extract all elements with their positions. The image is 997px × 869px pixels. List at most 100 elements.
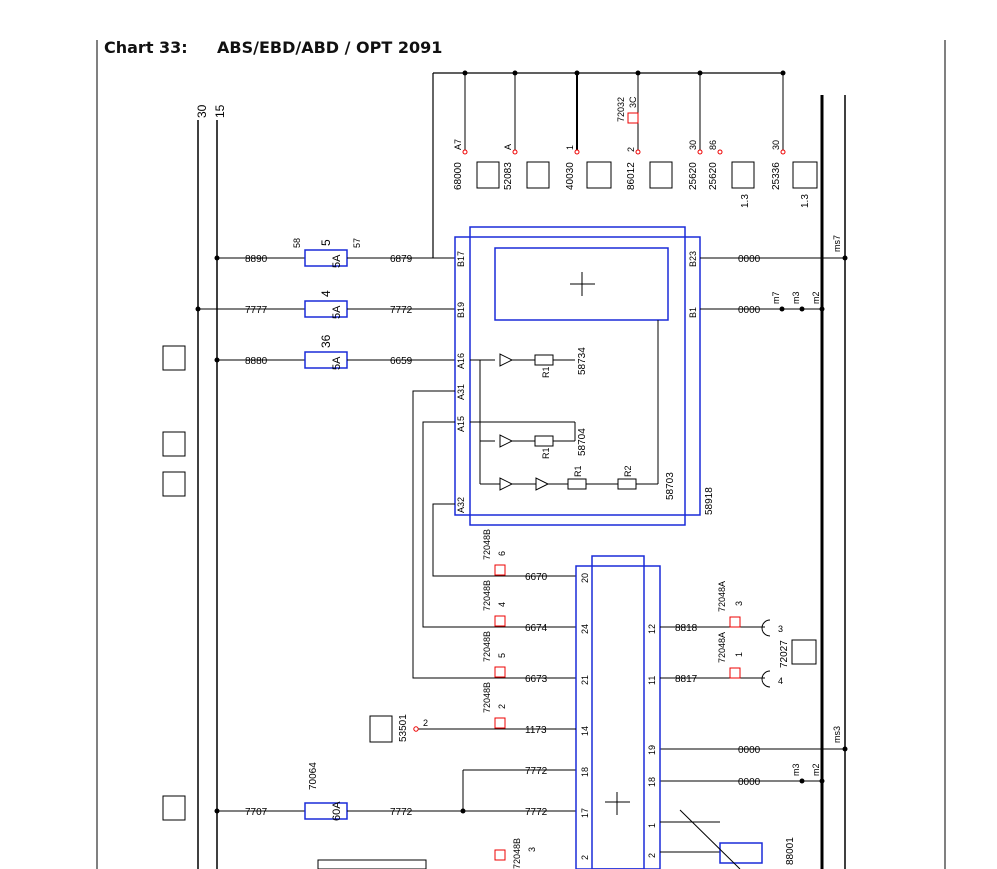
svg-text:5: 5 — [497, 653, 507, 658]
thermometer-icon — [476, 161, 500, 189]
svg-text:A32: A32 — [456, 497, 466, 513]
svg-text:5A: 5A — [331, 254, 343, 268]
top-component-25336: 25336 30 1.3 — [771, 70, 818, 208]
svg-text:5A: 5A — [331, 356, 343, 370]
ground-wire-b23: 0000 ms7 — [700, 235, 848, 265]
svg-text:A15: A15 — [456, 416, 466, 432]
svg-text:24: 24 — [580, 624, 590, 634]
svg-text:0000: 0000 — [738, 777, 761, 788]
svg-text:6: 6 — [497, 551, 507, 556]
svg-text:ms7: ms7 — [832, 235, 842, 252]
fuse-36: 5A 36 8880 6659 — [214, 334, 455, 370]
svg-text:72048B: 72048B — [482, 580, 492, 611]
svg-text:86012: 86012 — [626, 162, 637, 190]
svg-text:72048B: 72048B — [512, 838, 522, 869]
brake-fluid-icon — [162, 471, 186, 497]
svg-text:A31: A31 — [456, 384, 466, 400]
svg-text:R1: R1 — [541, 447, 551, 459]
svg-text:3: 3 — [778, 624, 783, 634]
svg-text:1: 1 — [565, 145, 575, 150]
svg-text:8890: 8890 — [245, 254, 268, 265]
svg-text:3: 3 — [527, 847, 537, 852]
svg-text:2: 2 — [497, 704, 507, 709]
svg-text:57: 57 — [352, 238, 362, 248]
speed-sensor-icon — [791, 639, 817, 665]
lamp-58704: R1 58704 — [470, 421, 588, 459]
svg-text:6659: 6659 — [390, 356, 413, 367]
svg-text:6670: 6670 — [525, 572, 548, 583]
svg-text:0000: 0000 — [738, 305, 761, 316]
svg-text:5: 5 — [319, 239, 333, 246]
svg-text:88001: 88001 — [785, 837, 796, 865]
switch-grid-icon — [792, 161, 818, 189]
svg-text:19: 19 — [647, 745, 657, 755]
svg-text:8818: 8818 — [675, 623, 698, 634]
svg-text:1.3: 1.3 — [800, 194, 811, 208]
svg-text:25620: 25620 — [688, 162, 699, 190]
svg-text:72048A: 72048A — [717, 632, 727, 663]
rail-label-15: 15 — [213, 104, 227, 118]
wire-a15 — [422, 421, 576, 628]
pump-88001: 88001 — [660, 809, 796, 869]
svg-text:25336: 25336 — [771, 162, 782, 190]
svg-text:m3: m3 — [791, 291, 801, 304]
svg-text:86: 86 — [708, 140, 718, 150]
svg-text:m7: m7 — [771, 291, 781, 304]
svg-text:6879: 6879 — [390, 254, 413, 265]
lamp-58734: R1 58734 — [470, 347, 588, 378]
svg-text:72027: 72027 — [779, 640, 790, 668]
ecu-right-pins: 12 8818 72048A 3 11 8817 72048A 1 19 18 … — [647, 581, 765, 858]
svg-text:R2: R2 — [623, 465, 633, 477]
svg-text:8880: 8880 — [245, 356, 268, 367]
svg-text:11: 11 — [647, 676, 657, 685]
svg-text:7777: 7777 — [245, 305, 268, 316]
wire-a31 — [412, 390, 576, 679]
svg-text:0000: 0000 — [738, 254, 761, 265]
svg-text:17: 17 — [580, 808, 590, 818]
svg-text:2: 2 — [626, 147, 636, 152]
chart-label: Chart 33: — [104, 38, 188, 57]
top-component-40030: 40030 1 — [565, 70, 612, 190]
svg-text:72032: 72032 — [616, 97, 626, 122]
module-logic-block — [494, 247, 669, 321]
svg-text:4: 4 — [319, 290, 333, 297]
svg-text:2: 2 — [647, 853, 657, 858]
wire-a32 — [432, 503, 576, 577]
ebd-warning-icon — [162, 345, 186, 371]
brake-switch-icon — [369, 715, 393, 743]
svg-text:58704: 58704 — [577, 428, 588, 456]
svg-text:72048B: 72048B — [482, 682, 492, 713]
lamp-58703: R1 R2 58703 — [479, 320, 676, 500]
svg-text:36: 36 — [319, 334, 333, 348]
svg-text:R1: R1 — [573, 465, 583, 477]
svg-text:18: 18 — [647, 777, 657, 787]
svg-text:12: 12 — [647, 624, 657, 634]
warning-triangle-icon — [526, 161, 550, 189]
svg-text:7772: 7772 — [390, 305, 413, 316]
svg-text:A16: A16 — [456, 353, 466, 369]
svg-text:1: 1 — [734, 652, 744, 657]
svg-text:A7: A7 — [453, 139, 463, 150]
fuse-4: 5A 4 7777 7772 — [195, 290, 455, 319]
svg-text:B23: B23 — [688, 251, 698, 267]
svg-text:20: 20 — [580, 573, 590, 583]
top-component-86012: 72032 3C 86012 2 — [616, 70, 673, 190]
svg-text:3C: 3C — [628, 96, 638, 108]
rail-label-30: 30 — [195, 104, 209, 118]
svg-text:B1: B1 — [688, 307, 698, 318]
svg-text:68000: 68000 — [453, 162, 464, 190]
svg-text:30: 30 — [771, 140, 781, 150]
abs-module-58918: 58918 B17 B19 A16 A31 A15 A32 B23 B1 — [454, 226, 715, 526]
svg-text:58: 58 — [292, 238, 302, 248]
svg-text:6674: 6674 — [525, 623, 548, 634]
indicator-lamp-icon — [649, 161, 673, 189]
abs-icon — [162, 431, 186, 457]
svg-text:72048B: 72048B — [482, 631, 492, 662]
svg-text:52083: 52083 — [503, 162, 514, 190]
svg-text:0000: 0000 — [738, 745, 761, 756]
svg-text:40030: 40030 — [565, 162, 576, 190]
svg-text:5A: 5A — [331, 305, 343, 319]
fuse-5: 5A 5 58 57 8890 6879 — [214, 238, 455, 268]
svg-text:25620: 25620 — [708, 162, 719, 190]
svg-text:R1: R1 — [541, 366, 551, 378]
